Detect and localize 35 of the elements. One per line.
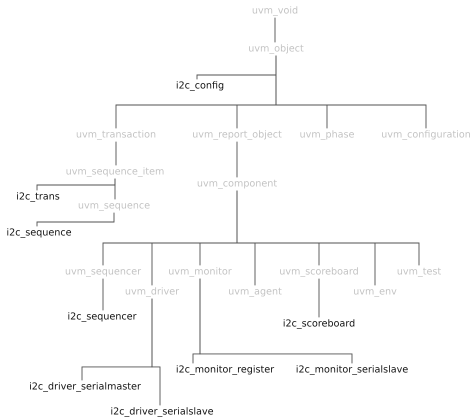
class-name: i2c_monitor_register bbox=[176, 365, 274, 375]
class-name: uvm_test bbox=[398, 268, 441, 277]
class-name: i2c_monitor_serialslave bbox=[296, 365, 408, 375]
class-name: uvm_component bbox=[198, 180, 277, 189]
class-name: i2c_driver_serialmaster bbox=[30, 382, 141, 392]
class-name: i2c_config bbox=[176, 81, 224, 91]
connector bbox=[274, 17, 276, 43]
connector bbox=[152, 298, 160, 406]
class-name: uvm_scoreboard bbox=[280, 267, 358, 277]
class-name: i2c_trans bbox=[17, 192, 60, 202]
class-name: uvm_object bbox=[249, 44, 304, 54]
class-name: uvm_agent bbox=[229, 288, 282, 297]
class-name: uvm_monitor bbox=[169, 267, 232, 277]
class-name: i2c_driver_serialslave bbox=[111, 407, 214, 417]
class-name: uvm_report_object bbox=[193, 130, 282, 140]
connector bbox=[318, 278, 320, 318]
connector bbox=[200, 278, 352, 364]
class-name: i2c_sequence bbox=[7, 228, 72, 238]
class-name: uvm_transaction bbox=[76, 130, 156, 140]
class-name: uvm_driver bbox=[126, 287, 180, 297]
connector bbox=[236, 190, 420, 266]
class-name: uvm_void bbox=[252, 6, 298, 16]
class-name: uvm_env bbox=[354, 289, 396, 297]
connector bbox=[102, 278, 104, 311]
connector bbox=[276, 55, 426, 129]
class-name: i2c_sequencer bbox=[68, 312, 137, 322]
connector bbox=[114, 178, 116, 200]
class-name: uvm_configuration bbox=[382, 130, 470, 140]
connector bbox=[36, 212, 114, 227]
class-name: uvm_phase bbox=[300, 130, 354, 140]
class-name: uvm_sequencer bbox=[66, 269, 142, 277]
class-name: i2c_scoreboard bbox=[284, 319, 354, 329]
class-name: uvm_sequence bbox=[78, 203, 150, 211]
connector bbox=[236, 141, 238, 178]
class-name: uvm_sequence_item bbox=[66, 167, 164, 177]
